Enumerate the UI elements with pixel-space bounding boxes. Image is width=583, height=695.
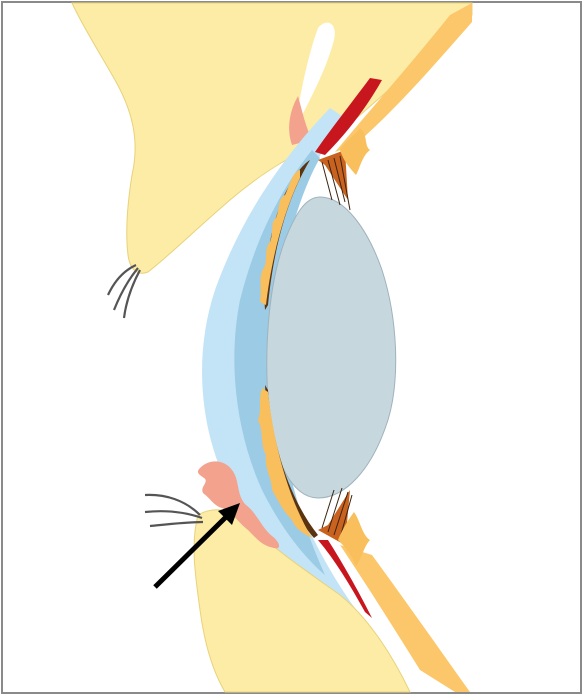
- lens: [267, 197, 396, 498]
- lower-eyelashes: [145, 495, 203, 526]
- upper-eyelashes: [108, 265, 140, 318]
